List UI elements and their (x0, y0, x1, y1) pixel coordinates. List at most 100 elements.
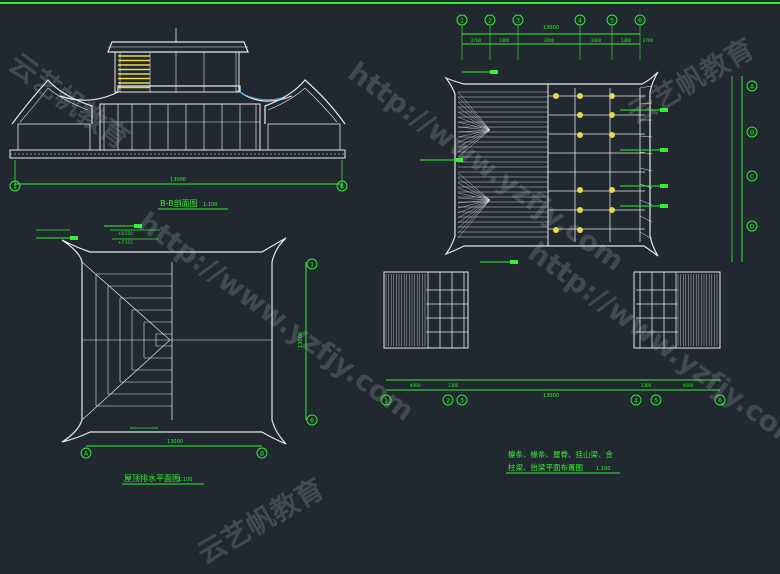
fan-rafter (457, 129, 491, 158)
fan-rafter (457, 177, 491, 201)
bottom-axis-bubble (442, 394, 454, 406)
top-axis-label: 6 (638, 18, 642, 25)
column-dot (577, 112, 583, 118)
fan-rafter (457, 111, 491, 131)
right-axis-label: C (750, 174, 754, 181)
leader-tag (660, 204, 668, 208)
leader-tag (70, 236, 78, 240)
fan-rafter (457, 197, 491, 201)
fan-rafter (457, 129, 491, 133)
top-dim: 1300 (499, 38, 510, 43)
fan-rafter (457, 199, 491, 239)
top-axis-label: 3 (516, 18, 520, 25)
roof-grid-bubble-bottom (306, 414, 318, 426)
framing-scale: 1:100 (596, 466, 610, 472)
fan-rafter (457, 129, 491, 143)
leader-tag (660, 108, 668, 112)
edge-rafter (639, 167, 653, 172)
fan-rafter (457, 199, 491, 229)
roof-plan-outline (61, 237, 287, 445)
right-axis-bubble (746, 80, 758, 92)
detail-left-lines (385, 272, 468, 348)
top-axis-label: 2 (488, 18, 492, 25)
bottom-axis-bubble (650, 394, 662, 406)
right-axis-bubble (746, 220, 758, 232)
leader-tag (490, 70, 498, 74)
framing-right-axes: A B C D (746, 80, 758, 232)
leader-tag (455, 158, 463, 162)
right-axis-label: A (750, 84, 755, 91)
left-wing-wall (17, 123, 91, 151)
fan-rafter (457, 129, 491, 148)
top-dim: 2700 (643, 38, 654, 43)
column-dot (577, 93, 583, 99)
upper-storey-highlight (118, 52, 237, 92)
column-dot (577, 207, 583, 213)
column-dot (577, 132, 583, 138)
fan-rafter (457, 199, 491, 209)
hip-line (81, 339, 171, 421)
framing-bottom-overall: 13000 (543, 393, 559, 399)
fan-rafter (457, 121, 491, 131)
roof-grid-bubble-top (306, 258, 318, 270)
roof-plan-scale: 1:100 (178, 477, 192, 483)
column-dot (609, 93, 615, 99)
fan-rafter (457, 199, 491, 224)
hip-line (81, 261, 171, 341)
top-axis-label: 1 (460, 18, 464, 25)
top-dim: 2700 (471, 38, 482, 43)
fan-rafter (457, 199, 491, 234)
bottom-dim: 4000 (683, 383, 694, 388)
framing-title-line2: 柱梁、抬梁平面布置图 (508, 462, 583, 472)
section-grid-bubble-left (9, 180, 21, 192)
roof-level-2: +7.555 (118, 240, 133, 245)
fan-rafter (457, 101, 491, 131)
left-half-rafters (457, 84, 549, 246)
fan-rafter (457, 129, 491, 153)
detail-right (633, 271, 721, 349)
bottom-axis-bubble (380, 394, 392, 406)
right-wing-roof-inner (267, 87, 338, 123)
section-scale: 1:100 (203, 202, 217, 208)
fan-rafter (457, 199, 491, 219)
top-dim: 3000 (591, 38, 602, 43)
fan-rafter (457, 106, 491, 131)
fan-rafter (457, 116, 491, 131)
framing-outline (444, 71, 659, 257)
bottom-dim: 4000 (410, 383, 421, 388)
fan-rafter (457, 199, 491, 204)
column-dot (609, 132, 615, 138)
leader-tag (660, 148, 668, 152)
fan-rafter (457, 199, 491, 214)
column-dot (553, 93, 559, 99)
roof-plan-title: 屋顶排水平面图 (124, 473, 180, 483)
right-axis-bubble (746, 126, 758, 138)
roof-plan-hip-lines (81, 261, 173, 421)
fan-rafter (457, 126, 491, 131)
fan-rafter (457, 129, 491, 138)
framing-leaders (36, 70, 668, 264)
bottom-axis-label: 3 (460, 398, 464, 405)
bottom-dim: 1300 (641, 383, 652, 388)
right-axis-label: B (750, 130, 754, 137)
bottom-axis-bubble (714, 394, 726, 406)
framing-title-line1: 檩条、椽条、屋脊、挂山梁、金 (508, 449, 613, 459)
edge-rafter (639, 199, 653, 206)
framing-top-overall: 13000 (543, 25, 559, 31)
roof-grid-label-bottom: 6 (310, 418, 314, 425)
left-wing-roof-inner (19, 87, 89, 123)
column-dot (577, 187, 583, 193)
edge-rafter (639, 135, 653, 138)
column-dot (553, 227, 559, 233)
main-hall-lower-eave (59, 85, 293, 102)
column-dot (609, 207, 615, 213)
edge-rafter (639, 151, 653, 155)
fan-rafter (457, 172, 491, 201)
right-axis-label: D (750, 224, 755, 231)
leader-tag (134, 224, 142, 228)
leader-tag (510, 260, 518, 264)
